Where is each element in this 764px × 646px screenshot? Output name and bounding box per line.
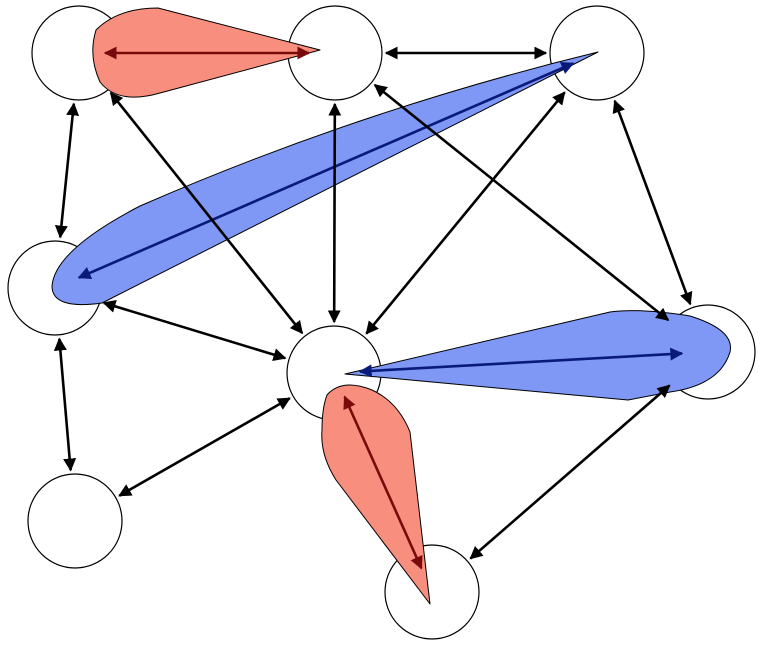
node-7 (27, 473, 123, 569)
highlighted-edge-n5-n6 (358, 347, 684, 378)
edges-layer (53, 46, 693, 560)
edge-n3-n5 (365, 91, 566, 335)
edge-n2-n5 (327, 102, 342, 324)
edge-n4-n5 (102, 300, 287, 361)
edge-n6-n8 (469, 384, 671, 560)
blue-highlight-region-n5-n6 (344, 310, 731, 401)
edge-n3-n6 (612, 99, 693, 306)
edge-n1-n5 (109, 91, 304, 335)
highlighted-edge-n5-n8 (343, 395, 423, 570)
edge-n1-n4 (54, 102, 80, 239)
red-highlight-region-n5-n8 (321, 384, 431, 605)
edge-n4-n7 (53, 337, 77, 472)
edge-n5-n7 (118, 397, 291, 497)
edge-n2-n6 (373, 83, 670, 322)
